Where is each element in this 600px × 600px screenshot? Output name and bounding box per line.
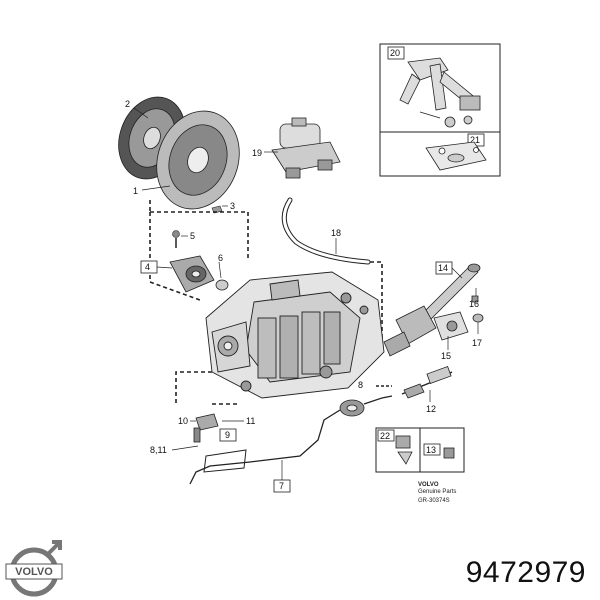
callout-5: 5 <box>190 231 195 241</box>
callout-8: 8 <box>358 380 363 390</box>
callout-16: 16 <box>469 299 479 309</box>
callout-17: 17 <box>472 338 482 348</box>
inset-box-22-13: 22 13 <box>375 427 465 473</box>
caption-genuine-parts: Genuine Parts <box>418 489 456 495</box>
caption-code: GR-30374S <box>418 498 450 504</box>
callout-13: 13 <box>426 445 436 455</box>
clutch-assembly-drawing <box>118 96 240 210</box>
cover-plate-drawing <box>425 141 487 171</box>
bolt-5-drawing <box>172 230 180 248</box>
callout-12: 12 <box>426 404 436 414</box>
gearbox-drawing <box>205 271 385 399</box>
callout-20: 20 <box>390 48 400 58</box>
callout-9: 9 <box>225 430 230 440</box>
part-number: 9472979 <box>465 556 586 589</box>
sensor-drawing <box>193 413 219 443</box>
callout-21: 21 <box>470 135 480 145</box>
callout-1: 1 <box>133 186 138 196</box>
callout-3: 3 <box>230 201 235 211</box>
inset-box-20-21: 20 21 <box>379 43 501 177</box>
caption-brand: VOLVO <box>418 482 439 488</box>
callout-19: 19 <box>252 148 262 158</box>
callout-2: 2 <box>125 99 130 109</box>
callout-22: 22 <box>380 431 390 441</box>
callout-4: 4 <box>145 262 150 272</box>
callout-11: 11 <box>246 416 255 426</box>
callout-15: 15 <box>441 351 451 361</box>
callout-8-11: 8,11 <box>150 445 167 455</box>
callout-18: 18 <box>331 228 341 238</box>
slave-line-drawing <box>401 366 453 399</box>
gear-lever-drawing <box>383 263 484 357</box>
volvo-logo: VOLVO <box>5 540 63 597</box>
release-pipe-drawing <box>189 395 393 485</box>
callout-14: 14 <box>438 263 448 273</box>
release-bearing-drawing <box>169 255 229 293</box>
gear-linkage-drawing <box>399 57 481 128</box>
volvo-logo-text: VOLVO <box>15 566 53 578</box>
master-cylinder-drawing <box>271 117 341 179</box>
callout-6: 6 <box>218 253 223 263</box>
callout-7: 7 <box>279 481 284 491</box>
callout-10: 10 <box>178 416 188 426</box>
